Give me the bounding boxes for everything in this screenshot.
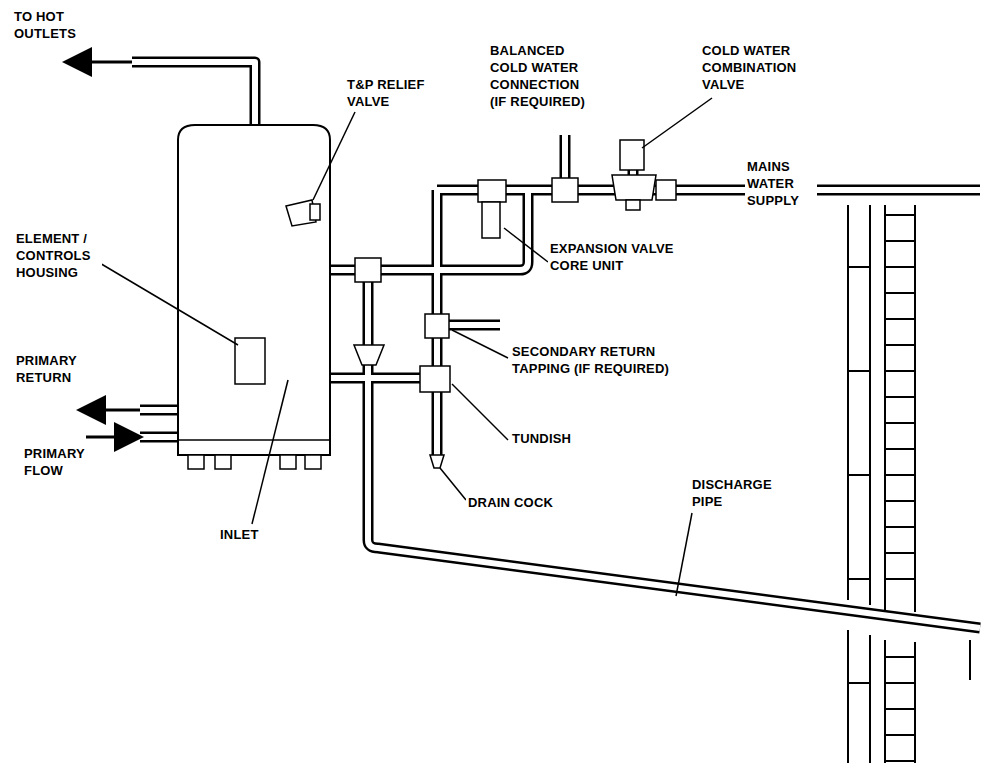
part-label: EXPANSION VALVE CORE UNIT [548,240,686,274]
part-label: MAINS WATER SUPPLY [745,158,817,209]
part-label: PRIMARY RETURN [14,352,96,386]
part-label: INLET [218,526,282,543]
part-label: TO HOT OUTLETS [12,8,88,42]
part-label: PRIMARY FLOW [22,445,104,479]
part-label: COLD WATER COMBINATION VALVE [700,42,816,93]
part-label: T&P RELIEF VALVE [345,76,441,110]
part-label: DRAIN COCK [466,494,580,511]
part-label: ELEMENT / CONTROLS HOUSING [14,230,102,281]
part-label: TUNDISH [510,430,614,447]
part-label: SECONDARY RETURN TAPPING (IF REQUIRED) [510,343,686,377]
part-label: BALANCED COLD WATER CONNECTION (IF REQUI… [488,42,596,110]
part-label: DISCHARGE PIPE [690,476,792,510]
